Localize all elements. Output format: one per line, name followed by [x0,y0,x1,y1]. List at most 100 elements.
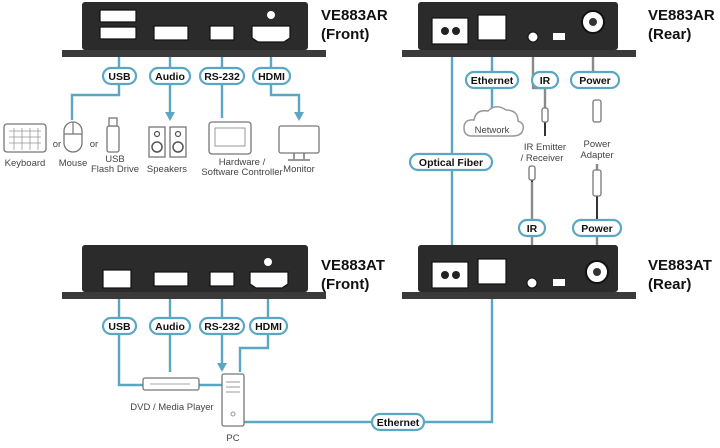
arrow-down-icon [165,112,175,121]
badge-hdmi-label: HDMI [255,321,282,333]
device-flange [62,50,326,57]
device-tx-front [62,245,326,299]
power-jack-pin [593,268,601,276]
badge-usb-label: USB [108,71,131,83]
badge-hdmi-label: HDMI [258,71,285,83]
fiber-port [431,261,469,289]
monitor-icon [278,125,320,161]
ir-label-1: IR Emitter [524,142,566,153]
badge-audio-rx: Audio [148,66,192,86]
badge-power-label: Power [581,223,613,235]
ethernet-port [477,258,507,285]
rs232-terminal [209,271,235,287]
fiber-connector [452,27,460,35]
device-title-tx-rear: VE883AT [648,257,712,274]
device-rx-rear [402,2,636,57]
badge-ethernet-tx: Ethernet [370,412,426,432]
usb-port [99,9,137,23]
badge-ir-label: IR [527,223,538,235]
badge-optical-fiber-label: Optical Fiber [419,157,483,169]
mouse-label: Mouse [59,158,88,169]
badge-ir-rx: IR [530,70,560,90]
badge-ir-tx: IR [517,218,547,238]
usb-flash-label-2: Flash Drive [91,164,139,175]
badge-usb-rx: USB [101,66,138,86]
badge-ethernet-label: Ethernet [471,75,514,87]
mini-usb-port [553,279,565,286]
controller-label-2: Software Controller [201,167,282,178]
ir-receiver-icon [528,165,536,181]
or-label: or [53,139,61,150]
ir-jack [526,277,538,289]
fiber-connector [441,271,449,279]
network-cloud-icon [463,106,525,137]
fiber-connector [441,27,449,35]
badge-rs232-tx: RS-232 [198,316,246,336]
device-side-rx-front: (Front) [321,26,369,43]
device-tx-rear [402,245,636,299]
keyboard-label: Keyboard [5,158,46,169]
usb-flash-label-1: USB [105,154,125,165]
screw-icon [264,258,272,266]
device-side-tx-front: (Front) [321,276,369,293]
network-label: Network [475,125,510,136]
mouse-icon [63,121,83,153]
power-adapter-icon [592,99,602,197]
power-jack-pin [589,18,597,26]
power-adapter-label-1: Power [584,139,611,150]
usb-port [99,26,137,40]
cables [70,40,599,424]
power-adapter-label-2: Adapter [580,150,613,161]
device-flange [62,292,326,299]
mini-usb-port [553,33,565,40]
hdmi-port [249,271,289,289]
audio-terminal [153,271,189,287]
controller-label-1: Hardware / [219,157,266,168]
device-side-rx-rear: (Rear) [648,26,691,43]
speakers-label: Speakers [147,164,187,175]
usb-b-port [102,269,132,289]
device-title-rx-front: VE883AR [321,7,388,24]
usb-flash-drive-icon [106,117,120,153]
ir-label-2: / Receiver [521,153,564,164]
arrow-down-icon [294,112,304,121]
arrow-down-icon [217,363,227,372]
fiber-connector [452,271,460,279]
badge-power-rx: Power [569,70,621,90]
dvd-player-label: DVD / Media Player [130,402,213,413]
badge-rs232-label: RS-232 [204,321,240,333]
badge-rs232-label: RS-232 [204,71,240,83]
ir-emitter-icon [541,107,549,123]
monitor-label: Monitor [283,164,315,175]
badge-hdmi-tx: HDMI [248,316,289,336]
badge-optical-fiber: Optical Fiber [408,152,494,172]
badge-hdmi-rx: HDMI [251,66,292,86]
screw-icon [267,11,275,19]
pc-icon [221,373,245,427]
ethernet-port [477,14,507,41]
speakers-icon [148,126,187,158]
or-label: or [90,139,98,150]
badge-power-tx: Power [571,218,623,238]
ethernet-cable-tx [244,280,494,424]
badge-rs232-rx: RS-232 [198,66,246,86]
badge-usb-tx: USB [101,316,138,336]
pc-label: PC [226,433,239,444]
hdmi-port [251,25,291,43]
device-title-rx-rear: VE883AR [648,7,715,24]
device-flange [402,50,636,57]
audio-terminal [153,25,189,41]
badge-ethernet-label: Ethernet [377,417,420,429]
badge-audio-tx: Audio [148,316,192,336]
badge-ethernet-rx: Ethernet [464,70,520,90]
device-title-tx-front: VE883AT [321,257,385,274]
keyboard-icon [3,123,47,153]
badge-power-label: Power [579,75,611,87]
device-side-tx-rear: (Rear) [648,276,691,293]
badge-usb-label: USB [108,321,131,333]
device-rx-front [62,2,326,57]
rs232-terminal [209,25,235,41]
fiber-port [431,17,469,45]
badge-audio-label: Audio [155,71,185,83]
